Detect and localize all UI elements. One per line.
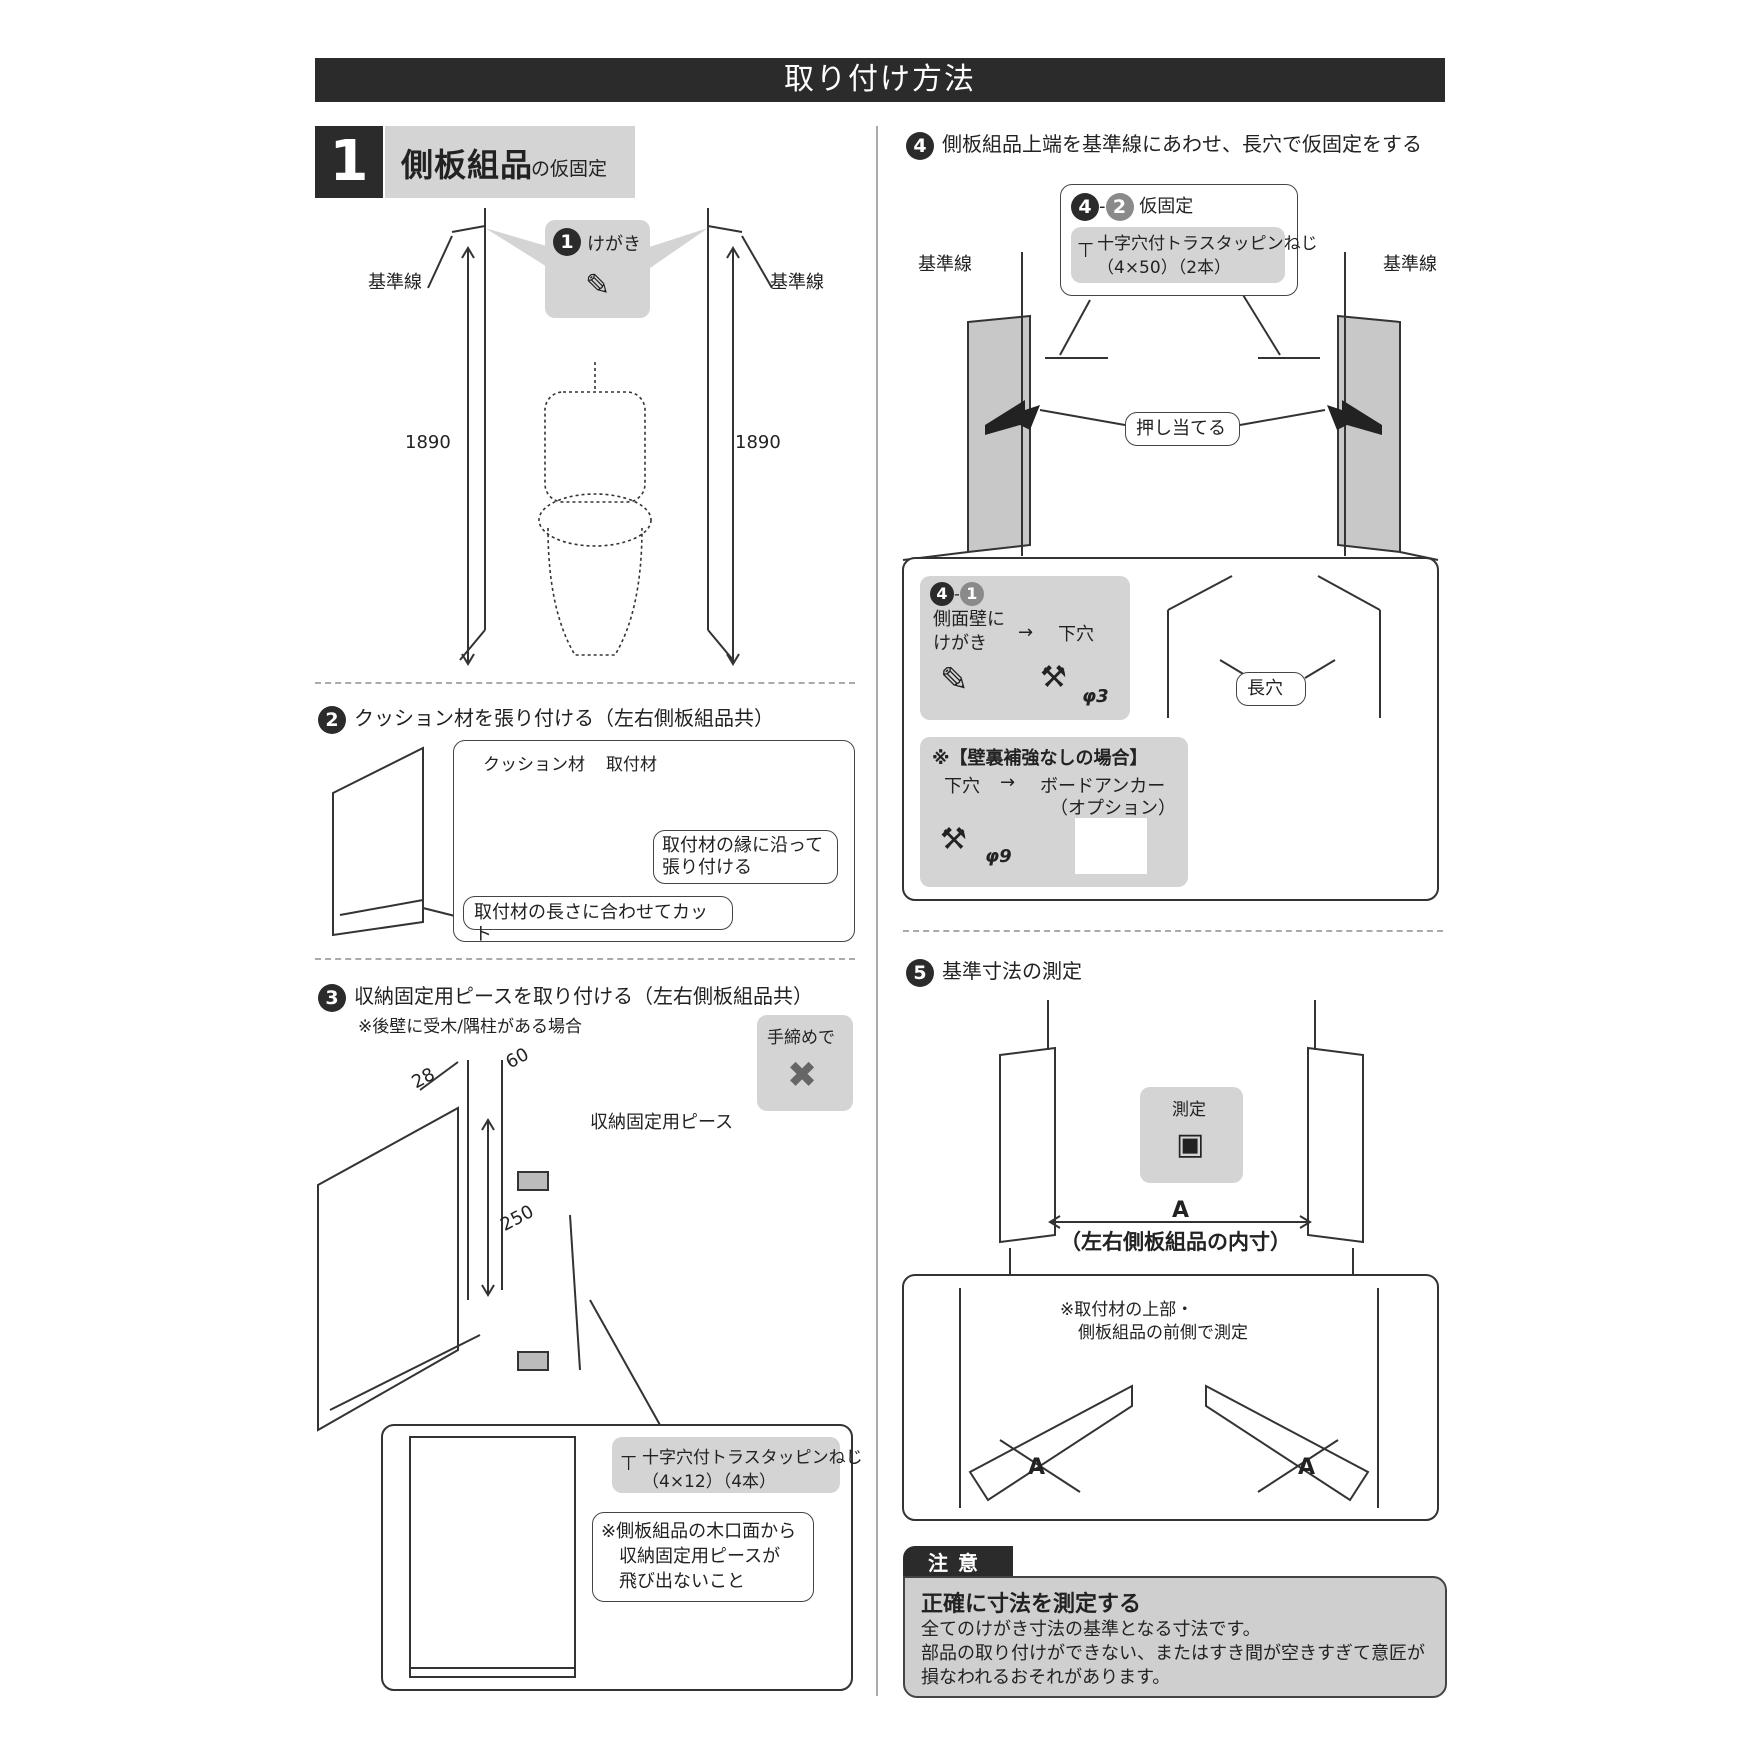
step4-sub2-a: 4 <box>1071 193 1099 221</box>
step2-callout-edge-line1: 取付材の縁に沿って <box>662 835 824 856</box>
caution-box: 正確に寸法を測定する 全てのけがき寸法の基準となる寸法です。 部品の取り付けがで… <box>903 1576 1447 1698</box>
caution-title: 正確に寸法を測定する <box>921 1592 1142 1617</box>
step3-hand-tighten-box: 手締めで ✖ <box>757 1015 853 1111</box>
step1-title-suffix: の仮固定 <box>531 158 608 180</box>
step1-dim-left: 1890 <box>405 432 451 453</box>
step5-num: 5 <box>906 958 934 987</box>
divider-1-2 <box>315 682 855 684</box>
step4-tempfix-callout: 4-2 仮固定 ⊤ 十字穴付トラスタッピンねじ （4×50）（2本） <box>1060 184 1318 296</box>
step3-callout-line3: 飛び出ないこと <box>619 1571 745 1592</box>
step1-title-box: 側板組品 の仮固定 <box>385 126 635 198</box>
step4-ref-left: 基準線 <box>918 254 972 275</box>
step1-ref-line-right: 基準線 <box>770 272 824 293</box>
caution-line3: 損なわれるおそれがあります。 <box>921 1667 1171 1688</box>
step4-slot: 長穴 <box>1236 672 1306 706</box>
step3-callout-line2: 収納固定用ピースが <box>619 1546 781 1567</box>
no-power-tool-icon: ✖ <box>787 1055 818 1096</box>
step4-anchor-line2: （オプション） <box>1050 798 1176 819</box>
step5-a-right: A <box>1298 1455 1316 1480</box>
step5-inner: （左右側板組品の内寸） <box>1060 1230 1291 1254</box>
step4-push: 押し当てる <box>1125 412 1240 446</box>
step2-callout-edge-line2: 張り付ける <box>662 857 752 878</box>
step3-num: 3 <box>318 983 346 1012</box>
step2-label-mount: 取付材 <box>606 755 657 775</box>
step4-sub2-label: 仮固定 <box>1139 196 1194 217</box>
step2-label-cushion: クッション材 <box>483 755 585 775</box>
step4-sub1-row: 4-1 <box>930 582 984 606</box>
step5-measure-box: 測定 ▣ <box>1140 1087 1243 1183</box>
step2-callout-cut: 取付材の長さに合わせてカット <box>463 896 733 945</box>
step3-heading: 3 収納固定用ピースを取り付ける（左右側板組品共） <box>318 980 813 1012</box>
step3-title: 収納固定用ピースを取り付ける（左右側板組品共） <box>354 984 813 1008</box>
step4-pilot2: 下穴 <box>944 776 980 797</box>
step2-num: 2 <box>318 705 346 734</box>
step3-callout-line1: ※側板組品の木口面から <box>601 1521 797 1542</box>
step4-phi9: φ9 <box>985 846 1012 867</box>
step4-sub1-a: 4 <box>930 582 954 606</box>
step2-callout-edge: 取付材の縁に沿って 張り付ける <box>653 830 838 884</box>
column-divider <box>876 126 878 1696</box>
step5-a-left: A <box>1028 1455 1046 1480</box>
long-screw-icon: ⊤ <box>1077 238 1095 262</box>
step3-hand-tighten: 手締めで <box>767 1028 835 1048</box>
step5-note-line1: ※取付材の上部・ <box>1060 1300 1194 1320</box>
header-bar: 取り付け方法 <box>315 58 1445 102</box>
drill-icon: ⚒ <box>1040 660 1067 695</box>
screw-icon: ⊤ <box>620 1451 638 1475</box>
step4-sub2-b: 2 <box>1105 193 1134 221</box>
step1-sub-num: 1 <box>553 228 581 256</box>
divider-4-5 <box>903 930 1443 932</box>
caution-body: 全てのけがき寸法の基準となる寸法です。 部品の取り付けができない、またはすき間が… <box>921 1618 1425 1690</box>
step4-mark-line1: 側面壁に <box>933 609 1005 630</box>
step4-arrow2: → <box>1000 772 1016 793</box>
step2-title: クッション材を張り付ける（左右側板組品共） <box>354 706 774 730</box>
step5-title: 基準寸法の測定 <box>942 959 1082 983</box>
step5-heading: 5 基準寸法の測定 <box>906 955 1082 987</box>
caution-line2: 部品の取り付けができない、またはすき間が空きすぎて意匠が <box>921 1643 1425 1664</box>
step4-anchor-line1: ボードアンカー <box>1040 776 1166 797</box>
step3-callout: ※側板組品の木口面から 収納固定用ピースが 飛び出ないこと <box>592 1512 814 1602</box>
drill-icon-large: ⚒ <box>940 822 967 857</box>
caution-tab: 注意 <box>903 1546 1013 1580</box>
caution-line1: 全てのけがき寸法の基準となる寸法です。 <box>921 1619 1261 1640</box>
step4-arrow: → <box>1018 622 1034 643</box>
step4-screw-box: ⊤ 十字穴付トラスタッピンねじ （4×50）（2本） <box>1071 227 1318 283</box>
marker-icon: ✎ <box>940 660 969 700</box>
step4-pilot: 下穴 <box>1058 624 1094 645</box>
step4-no-reinforce: ※【壁裏補強なしの場合】 <box>932 748 1148 769</box>
step1-title: 側板組品 <box>401 146 534 184</box>
step4-title: 側板組品上端を基準線にあわせ、長穴で仮固定をする <box>942 132 1422 156</box>
step1-marking-box: 1 けがき ✎ <box>545 220 650 318</box>
step1-sub-label: けがき <box>587 234 641 255</box>
divider-2-3 <box>315 958 855 960</box>
step1-ref-line-left: 基準線 <box>368 272 422 293</box>
step4-screw-line1: 十字穴付トラスタッピンねじ <box>1097 234 1318 254</box>
step2-heading: 2 クッション材を張り付ける（左右側板組品共） <box>318 702 774 734</box>
step4-mark-line2: けがき <box>933 633 987 654</box>
step3-note: ※後壁に受木/隅柱がある場合 <box>358 1017 582 1037</box>
step4-screw-line2: （4×50）（2本） <box>1097 258 1232 278</box>
step5-label-a: A <box>1172 1198 1190 1223</box>
step4-sub2-label-row: 4-2 仮固定 <box>1071 193 1193 221</box>
anchor-illustration <box>1075 818 1147 874</box>
step1-dim-right: 1890 <box>735 432 781 453</box>
step4-num: 4 <box>906 131 934 160</box>
page-title: 取り付け方法 <box>784 62 976 97</box>
step4-phi3: φ3 <box>1082 686 1109 707</box>
step4-mark: 側面壁に けがき <box>933 608 1005 656</box>
step1-badge: 1 <box>315 126 383 198</box>
step3-label-piece: 収納固定用ピース <box>590 1112 734 1133</box>
step3-screw-line1: 十字穴付トラスタッピンねじ <box>642 1448 863 1468</box>
step5-note-line2: 側板組品の前側で測定 <box>1078 1323 1248 1343</box>
step5-measure: 測定 <box>1172 1100 1206 1120</box>
step4-ref-right: 基準線 <box>1383 254 1437 275</box>
tape-measure-icon: ▣ <box>1176 1127 1205 1162</box>
step3-screw-box: ⊤ 十字穴付トラスタッピンねじ （4×12）（4本） <box>612 1437 863 1493</box>
step4-sub1-b: 1 <box>959 582 984 606</box>
step3-screw-line2: （4×12）（4本） <box>642 1472 777 1492</box>
step4-heading: 4 側板組品上端を基準線にあわせ、長穴で仮固定をする <box>906 128 1422 160</box>
pencil-icon: ✎ <box>585 268 611 303</box>
